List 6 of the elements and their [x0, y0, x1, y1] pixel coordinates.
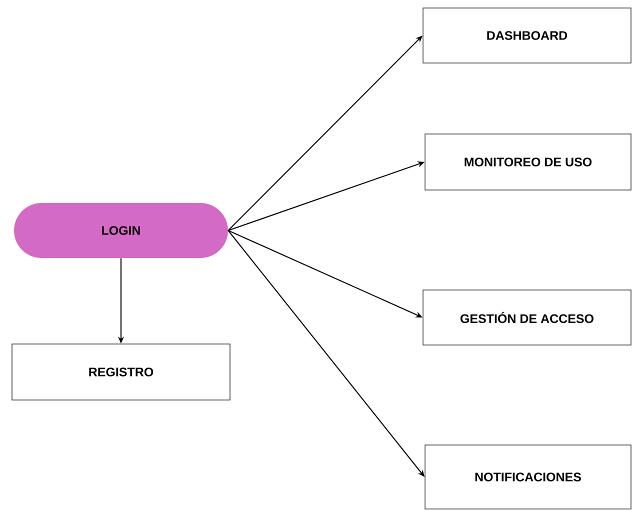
process-box: MONITOREO DE USO — [424, 134, 632, 190]
process-box: REGISTRO — [12, 344, 230, 400]
login-pill: LOGIN — [14, 203, 228, 258]
process-box: DASHBOARD — [422, 8, 632, 64]
process-box: NOTIFICACIONES — [424, 444, 632, 510]
process-box: GESTIÓN DE ACCESO — [422, 290, 632, 346]
